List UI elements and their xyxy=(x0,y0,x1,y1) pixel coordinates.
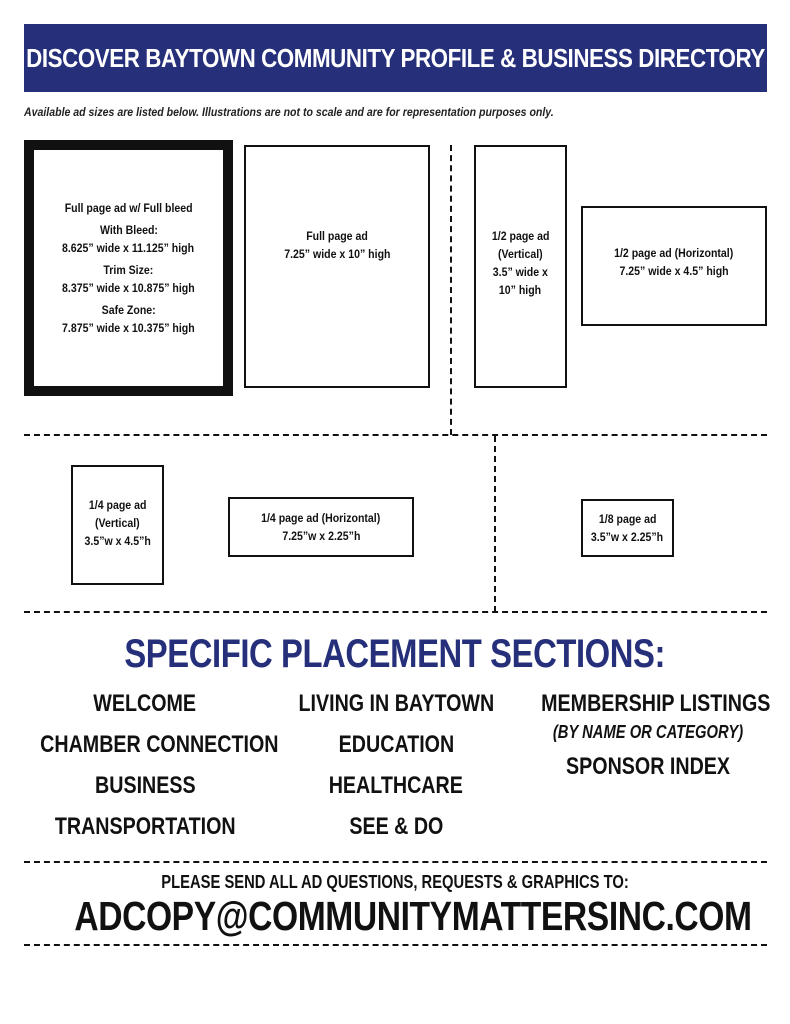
section-transportation: TRANSPORTATION xyxy=(14,809,276,850)
divider-horizontal-3 xyxy=(24,861,767,863)
divider-horizontal-2 xyxy=(24,611,767,613)
section-membership-listings: MEMBERSHIP LISTINGS xyxy=(516,686,780,727)
page-title: DISCOVER BAYTOWN COMMUNITY PROFILE & BUS… xyxy=(26,42,765,73)
section-label: HEALTHCARE xyxy=(328,772,464,799)
section-note: (BY NAME OR CATEGORY) xyxy=(552,722,744,742)
ad-line-1: 1/2 page ad xyxy=(491,229,550,243)
ad-half-page-vertical: 1/2 page ad (Vertical) 3.5” wide x 10” h… xyxy=(474,145,567,388)
trim-label: Trim Size: xyxy=(103,263,154,277)
ad-line-4: 10” high xyxy=(499,283,542,297)
sections-column-3: MEMBERSHIP LISTINGS (BY NAME OR CATEGORY… xyxy=(516,686,780,790)
ad-full-page: Full page ad 7.25” wide x 10” high xyxy=(244,145,430,388)
divider-vertical-top xyxy=(450,145,452,435)
section-business: BUSINESS xyxy=(14,768,276,809)
disclaimer-text: Available ad sizes are listed below. Ill… xyxy=(24,105,554,119)
ad-size: 3.5”w x 2.25”h xyxy=(591,530,664,544)
ad-quarter-page-horizontal: 1/4 page ad (Horizontal) 7.25”w x 2.25”h xyxy=(228,497,414,557)
sections-heading: SPECIFIC PLACEMENT SECTIONS: xyxy=(0,632,790,677)
section-see-and-do: SEE & DO xyxy=(276,809,516,850)
section-chamber-connection: CHAMBER CONNECTION xyxy=(14,727,279,768)
contact-label: PLEASE SEND ALL AD QUESTIONS, REQUESTS &… xyxy=(161,872,629,892)
section-label: CHAMBER CONNECTION xyxy=(40,731,279,758)
ad-quarter-page-vertical: 1/4 page ad (Vertical) 3.5”w x 4.5”h xyxy=(71,465,164,585)
ad-full-page-bleed: Full page ad w/ Full bleed With Bleed: 8… xyxy=(24,140,233,396)
ad-title: 1/8 page ad xyxy=(598,512,657,526)
title-banner: DISCOVER BAYTOWN COMMUNITY PROFILE & BUS… xyxy=(24,24,767,92)
safe-label: Safe Zone: xyxy=(101,303,156,317)
ad-half-page-horizontal: 1/2 page ad (Horizontal) 7.25” wide x 4.… xyxy=(581,206,767,326)
ad-size: 7.25” wide x 4.5” high xyxy=(619,264,729,278)
ad-size: 7.25” wide x 10” high xyxy=(283,247,391,261)
ad-line-3: 3.5” wide x xyxy=(492,265,549,279)
section-label: SPONSOR INDEX xyxy=(565,753,731,780)
contact-email: ADCOPY@COMMUNITYMATTERSINC.COM xyxy=(0,893,790,940)
sections-heading-text: SPECIFIC PLACEMENT SECTIONS: xyxy=(124,632,666,676)
ad-line-3: 3.5”w x 4.5”h xyxy=(84,534,151,548)
divider-horizontal-1 xyxy=(24,434,767,436)
contact-instructions: PLEASE SEND ALL AD QUESTIONS, REQUESTS &… xyxy=(0,872,790,893)
section-welcome: WELCOME xyxy=(14,686,276,727)
sections-column-2: LIVING IN BAYTOWN EDUCATION HEALTHCARE S… xyxy=(276,686,516,850)
ad-title: Full page ad w/ Full bleed xyxy=(64,201,193,215)
ad-line-2: (Vertical) xyxy=(95,516,140,530)
divider-vertical-mid xyxy=(494,436,496,612)
ad-size: 7.25”w x 2.25”h xyxy=(281,529,361,543)
ad-line-1: 1/4 page ad xyxy=(88,498,147,512)
safe-size: 7.875” wide x 10.375” high xyxy=(62,321,195,335)
section-label: LIVING IN BAYTOWN xyxy=(298,690,494,717)
section-healthcare: HEALTHCARE xyxy=(276,768,516,809)
section-living-in-baytown: LIVING IN BAYTOWN xyxy=(276,686,516,727)
divider-horizontal-4 xyxy=(24,944,767,946)
section-label: SEE & DO xyxy=(348,813,444,840)
section-label: TRANSPORTATION xyxy=(54,813,236,840)
ad-line-2: (Vertical) xyxy=(498,247,543,261)
bleed-size: 8.625” wide x 11.125” high xyxy=(62,241,195,255)
ad-eighth-page: 1/8 page ad 3.5”w x 2.25”h xyxy=(581,499,674,557)
section-label: WELCOME xyxy=(93,690,197,717)
ad-title: 1/4 page ad (Horizontal) xyxy=(261,511,381,525)
contact-email-text: ADCOPY@COMMUNITYMATTERSINC.COM xyxy=(74,893,752,939)
section-label: BUSINESS xyxy=(94,772,196,799)
trim-size: 8.375” wide x 10.875” high xyxy=(62,281,195,295)
sections-column-1: WELCOME CHAMBER CONNECTION BUSINESS TRAN… xyxy=(14,686,279,850)
bleed-label: With Bleed: xyxy=(99,223,158,237)
ad-title: 1/2 page ad (Horizontal) xyxy=(614,246,734,260)
section-sponsor-index: SPONSOR INDEX xyxy=(516,749,780,790)
section-membership-note: (BY NAME OR CATEGORY) xyxy=(516,721,780,749)
ad-title: Full page ad xyxy=(306,229,368,243)
section-label: MEMBERSHIP LISTINGS xyxy=(541,690,771,717)
section-label: EDUCATION xyxy=(338,731,454,758)
section-education: EDUCATION xyxy=(276,727,516,768)
